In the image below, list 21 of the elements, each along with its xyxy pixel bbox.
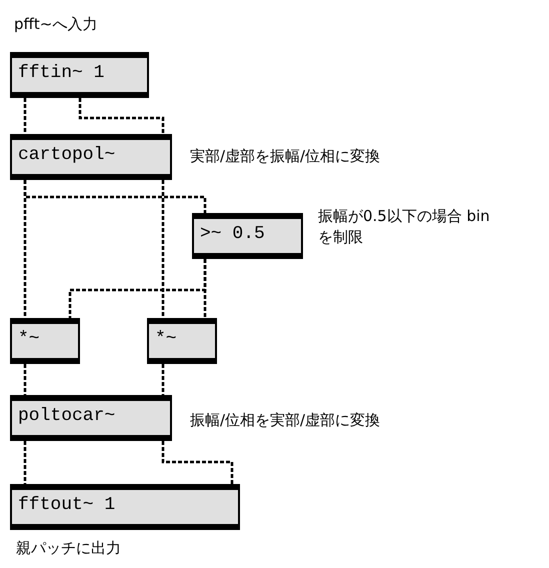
object-box: fftout~ 1: [10, 484, 240, 530]
comment-text: pfft~へ入力: [14, 14, 98, 35]
object-box: poltocar~: [10, 395, 172, 441]
patch-cord: [204, 259, 206, 318]
comment-text: 親パッチに出力: [16, 538, 122, 559]
object-box: cartopol~: [10, 134, 172, 180]
object-box: >~ 0.5: [192, 213, 303, 259]
comment-text: 振幅が0.5以下の場合 binを制限: [318, 206, 491, 248]
object-box: fftin~ 1: [10, 52, 149, 98]
patch-cord: [24, 441, 26, 484]
patch-cord: [162, 180, 164, 318]
comment-text: 実部/虚部を振幅/位相に変換: [190, 146, 382, 167]
patch-cord: [78, 98, 164, 134]
patch-cord: [162, 441, 234, 484]
patch-cord: [24, 364, 26, 395]
patch-cord: [162, 364, 164, 395]
object-box: *~: [10, 318, 80, 364]
comment-text: 振幅/位相を実部/虚部に変換: [190, 410, 382, 431]
object-box: *~: [147, 318, 217, 364]
patch-cord: [24, 180, 26, 318]
patch-cord: [24, 98, 26, 134]
